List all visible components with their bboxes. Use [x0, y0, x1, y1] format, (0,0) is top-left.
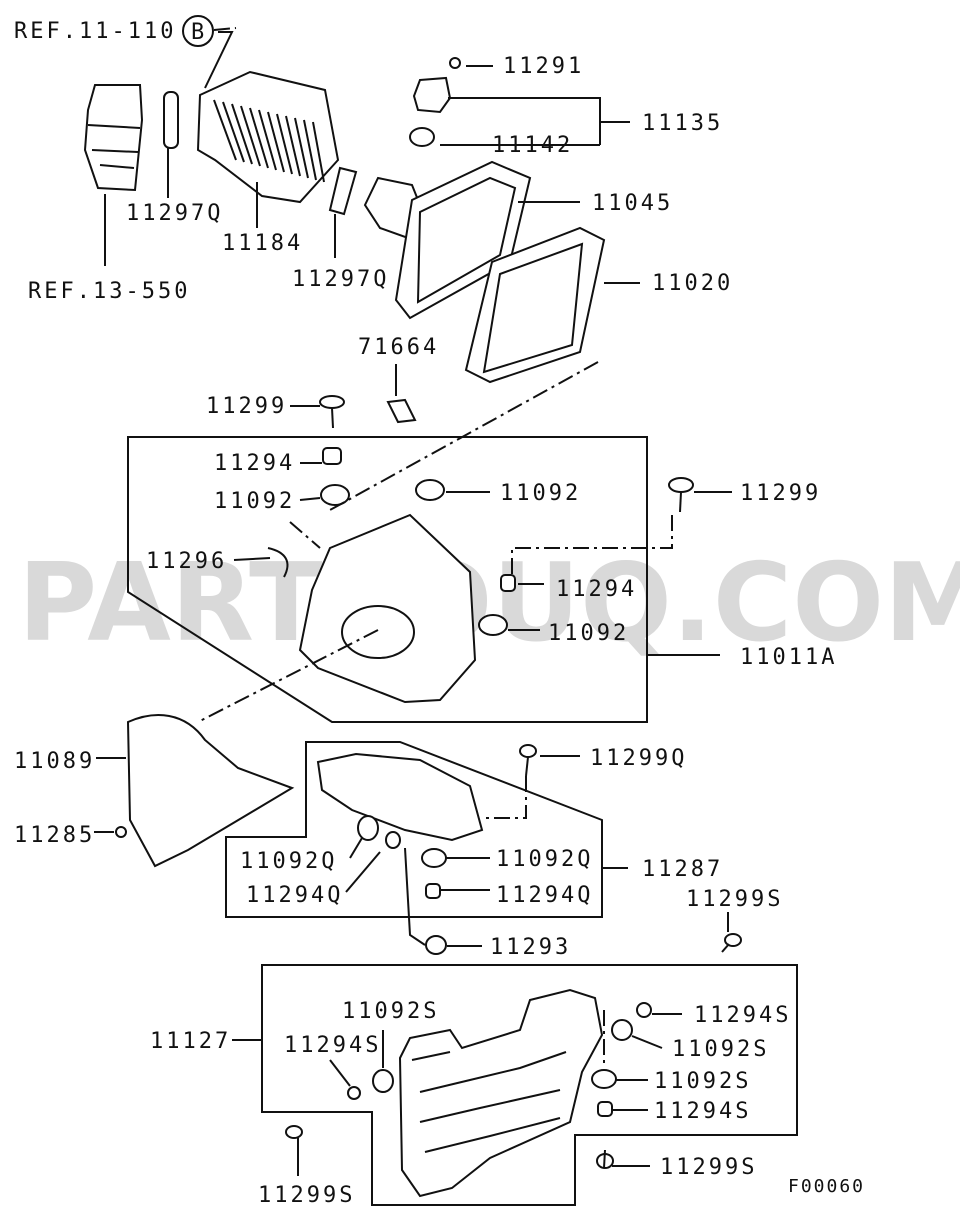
label-11092s-c: 11092S: [654, 1069, 751, 1094]
label-11299q: 11299Q: [590, 746, 687, 771]
collar-11294s-a: [347, 1086, 361, 1100]
label-11297q-b: 11297Q: [292, 267, 389, 292]
grommet-11092-c: [478, 614, 508, 636]
hatch-line: [222, 101, 245, 163]
collar-11294s-c: [597, 1101, 613, 1117]
hatch-line: [285, 115, 301, 177]
bolt-11299s-a: [721, 933, 742, 953]
grommet-11092s-c: [591, 1069, 617, 1089]
label-11294q-a: 11294Q: [246, 883, 343, 908]
label-11294-a: 11294: [214, 451, 295, 476]
grommet-11092s-b: [611, 1019, 633, 1041]
label-11135: 11135: [642, 111, 723, 136]
label-11142: 11142: [492, 133, 573, 158]
collar-11294q-b: [425, 883, 441, 899]
label-11294s-c: 11294S: [654, 1099, 751, 1124]
label-11092-c: 11092: [548, 621, 629, 646]
bolt-11299-top: [319, 395, 345, 429]
ref-circle-letter: B: [191, 20, 207, 45]
grommet-11092q-a: [357, 815, 379, 841]
label-11291: 11291: [503, 54, 584, 79]
hatch-line: [294, 117, 309, 179]
leader-lines: [94, 31, 732, 1167]
label-11092-b: 11092: [500, 481, 581, 506]
inlet-duct-ref-13-550: [83, 84, 144, 192]
grommet-11092-a: [320, 484, 350, 506]
hatch-line: [249, 107, 269, 169]
hatch-line: [258, 109, 277, 171]
collar-11294-a: [322, 447, 342, 465]
label-11020: 11020: [652, 271, 733, 296]
label-11127: 11127: [150, 1029, 231, 1054]
bolt-11299s-b: [285, 1125, 303, 1176]
label-11293: 11293: [490, 935, 571, 960]
collar-11294q-a: [385, 831, 401, 849]
air-cleaner-element-11020: [464, 226, 606, 384]
watermark-text: PARTSOUQ.COM: [18, 541, 960, 666]
grommet-11092s-a: [372, 1069, 394, 1093]
label-11092s-b: 11092S: [672, 1037, 769, 1062]
hatch-line: [303, 119, 317, 181]
screw-11285: [115, 826, 127, 838]
grommet-11092-b: [415, 479, 445, 501]
label-11299-b: 11299: [740, 481, 821, 506]
label-11045: 11045: [592, 191, 673, 216]
grommet-11092q-b: [421, 848, 447, 868]
ref-circle-b: [182, 15, 214, 47]
label-11011a: 11011A: [740, 645, 837, 670]
label-11299s-c: 11299S: [660, 1155, 757, 1180]
label-11299-a: 11299: [206, 394, 287, 419]
assembly-frame-11287: [225, 741, 603, 918]
label-11296: 11296: [146, 549, 227, 574]
label-11287: 11287: [642, 857, 723, 882]
label-11299s-a: 11299S: [686, 887, 783, 912]
hatch-line: [312, 121, 325, 183]
hatch-line: [213, 99, 237, 161]
label-11092-a: 11092: [214, 489, 295, 514]
label-11092q-a: 11092Q: [240, 849, 337, 874]
diagram-code: F00060: [788, 1176, 865, 1197]
sensor-11135: [409, 57, 461, 147]
bolt-11299q: [519, 744, 537, 777]
clamp-11296: [267, 547, 289, 578]
alignment-lines: [197, 27, 673, 1066]
label-11294s-a: 11294S: [284, 1033, 381, 1058]
label-11294-b: 11294: [556, 577, 637, 602]
air-cleaner-cover-11184: [196, 70, 340, 204]
label-11184: 11184: [222, 231, 303, 256]
label-11299s-b: 11299S: [258, 1183, 355, 1208]
bolt-11299-right: [668, 477, 694, 513]
label-11089: 11089: [14, 749, 95, 774]
label-11294q-b: 11294Q: [496, 883, 593, 908]
lower-case-11011a: [298, 513, 477, 704]
hatch-line: [240, 105, 261, 167]
label-11092q-b: 11092Q: [496, 847, 593, 872]
hatch-line: [276, 113, 293, 175]
hatch-line: [267, 111, 285, 173]
label-11294s-b: 11294S: [694, 1003, 791, 1028]
hatch-line: [231, 103, 253, 165]
collar-11294-b: [500, 574, 516, 592]
assembly-frame-11011a: [127, 436, 648, 723]
label-71664: 71664: [358, 335, 439, 360]
bolt-11299s-c: [596, 1149, 614, 1169]
grommet-11293: [425, 935, 447, 955]
label-ref-11-110: REF.11-110: [14, 19, 176, 44]
assembly-frame-11127: [261, 964, 798, 1206]
bracket-11287: [316, 752, 484, 842]
label-11285: 11285: [14, 823, 95, 848]
resonator-11127: [398, 988, 604, 1198]
resonator-duct-11089: [126, 714, 295, 868]
label-11092s-a: 11092S: [342, 999, 439, 1024]
label-ref-13-550: REF.13-550: [28, 279, 190, 304]
gasket-11297q-right: [328, 166, 358, 216]
gasket-11297q-left: [163, 91, 179, 149]
label-11297q-a: 11297Q: [126, 201, 223, 226]
clip-71664: [386, 398, 417, 424]
collar-11294s-b: [636, 1002, 652, 1018]
